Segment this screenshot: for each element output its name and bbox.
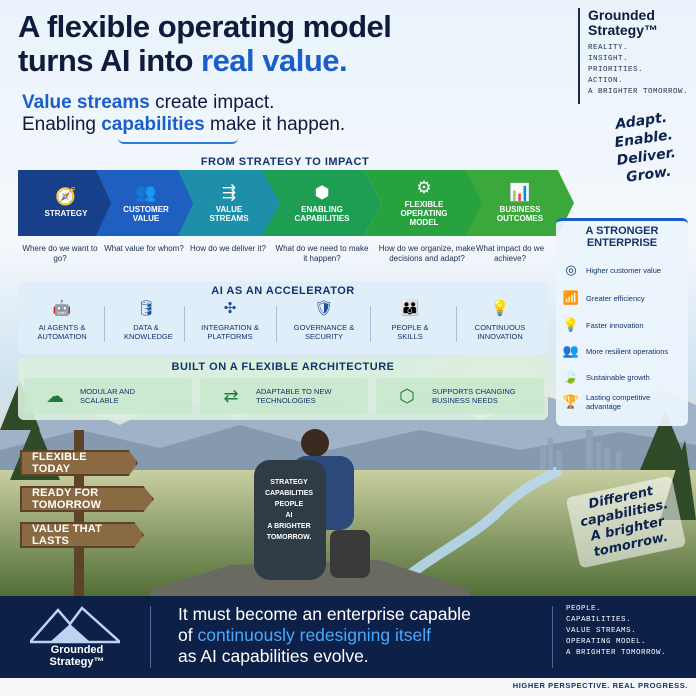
ai-divider: [276, 306, 277, 342]
robot-icon: 🤖: [52, 300, 72, 317]
flow-step-customer-value: 👥 CUSTOMER VALUE: [96, 170, 196, 236]
subtitle-line2: Enabling capabilities make it happen.: [22, 114, 346, 135]
architecture-heading: BUILT ON A FLEXIBLE ARCHITECTURE: [171, 361, 395, 373]
headline-highlight: real value.: [201, 43, 348, 78]
backpack-text: STRATEGY CAPABILITIES PEOPLE AI A BRIGHT…: [264, 479, 314, 541]
ai-item-innovation: 💡 CONTINUOUS INNOVATION: [460, 300, 540, 341]
enterprise-item: 💡Faster innovation: [562, 317, 644, 332]
ai-divider: [456, 306, 457, 342]
ai-item-governance: 🛡 GOVERNANCE & SECURITY: [284, 300, 364, 341]
target-icon: ◎: [565, 262, 577, 277]
leaf-icon: 🍃: [562, 369, 580, 384]
lightbulb-icon: 💡: [490, 300, 510, 317]
flow-question-value-streams: How do we deliver it?: [189, 244, 267, 253]
ai-accelerator-heading: AI AS AN ACCELERATOR: [211, 285, 355, 297]
flow-question-strategy: Where do we want to go?: [22, 244, 98, 263]
cloud-icon: ☁: [46, 385, 64, 406]
footer-tagline: HIGHER PERSPECTIVE. REAL PROGRESS.: [512, 681, 688, 690]
ai-item-data: 🛢 DATA & KNOWLEDGE: [106, 300, 186, 341]
sign-value-that-lasts: VALUE THAT LASTS: [20, 522, 144, 548]
enterprise-panel: [556, 218, 688, 426]
shield-icon: 🛡: [314, 300, 334, 317]
hiker-figure: [254, 429, 370, 580]
flow-step-operating-model: ⚙ FLEXIBLE OPERATING MODEL: [364, 170, 484, 236]
cubes-icon: ⬢: [314, 182, 330, 202]
enterprise-item: 👥More resilient operations: [562, 343, 669, 358]
bar-chart-icon: 📶: [562, 290, 580, 305]
ai-divider: [184, 306, 185, 342]
bar-chart-icon: 📊: [509, 182, 531, 202]
compass-icon: 🧭: [55, 187, 77, 206]
script-note-top: Adapt. Enable. Deliver. Grow.: [613, 109, 677, 186]
strategy-flow: 🧭 STRATEGY 👥 CUSTOMER VALUE ⇶ VALUE STRE…: [18, 170, 574, 236]
enterprise-heading: A STRONGER ENTERPRISE: [585, 225, 659, 249]
subtitle-underline: [118, 138, 238, 144]
arch-item-adaptable: ⇄ ADAPTABLE TO NEW TECHNOLOGIES: [200, 378, 368, 414]
sign-ready-for-tomorrow: READY FOR TOMORROW: [20, 486, 154, 512]
gear-icon: ⚙: [416, 178, 432, 197]
footer-list: PEOPLE. CAPABILITIES. VALUE STREAMS. OPE…: [566, 605, 667, 657]
ai-item-integration: ✣ INTEGRATION & PLATFORMS: [190, 300, 270, 341]
enterprise-item: 📶Greater efficiency: [562, 290, 645, 305]
arch-item-business-needs: ⬡ SUPPORTS CHANGING BUSINESS NEEDS: [376, 378, 544, 414]
sign-flexible-today: FLEXIBLE TODAY: [20, 450, 138, 476]
swap-arrows-icon: ⇄: [223, 385, 239, 406]
mountain-logo-icon: [30, 606, 120, 644]
brand-name: Grounded Strategy™: [588, 7, 659, 38]
flow-step-strategy: 🧭 STRATEGY: [18, 170, 114, 236]
flow-step-value-streams: ⇶ VALUE STREAMS: [178, 170, 280, 236]
flow-question-enabling-capabilities: What do we need to make it happen?: [275, 244, 369, 263]
flow-question-business-outcomes: What impact do we achieve?: [475, 244, 545, 263]
headline-line1: A flexible operating model: [18, 9, 392, 44]
footer-divider: [150, 606, 151, 668]
footer-strip: [0, 678, 696, 696]
team-icon: 👪: [400, 300, 420, 317]
people-icon: 👥: [135, 182, 157, 202]
ai-divider: [370, 306, 371, 342]
ai-accelerator-panel: [18, 282, 548, 354]
trophy-icon: 🏆: [562, 394, 580, 409]
flow-question-customer-value: What value for whom?: [104, 244, 184, 253]
headline: A flexible operating model turns AI into…: [18, 10, 578, 78]
ai-divider: [104, 306, 105, 342]
lightbulb-icon: 💡: [562, 317, 580, 332]
ai-item-agents: 🤖 AI AGENTS & AUTOMATION: [22, 300, 102, 341]
arch-item-modular: ☁ MODULAR AND SCALABLE: [24, 378, 192, 414]
arrows-icon: ⇶: [221, 182, 237, 202]
subtitle: Value streams create impact. Enabling ca…: [22, 92, 562, 136]
network-icon: ✣: [223, 300, 237, 317]
footer-highlight: continuously redesigning itself: [197, 625, 431, 645]
flow-step-enabling-capabilities: ⬢ ENABLING CAPABILITIES: [262, 170, 382, 236]
flow-question-operating-model: How do we organize, make decisions and a…: [378, 244, 476, 263]
flow-heading: FROM STRATEGY TO IMPACT: [200, 156, 370, 168]
brand-block-top: Grounded Strategy™ REALITY. INSIGHT. PRI…: [578, 8, 688, 104]
footer-brand: Grounded Strategy™: [49, 644, 105, 668]
database-icon: 🛢: [136, 300, 156, 317]
footer-divider: [552, 606, 553, 668]
subtitle-line1: Value streams create impact.: [22, 92, 275, 113]
enterprise-item: 🍃Sustainable growth: [562, 369, 650, 384]
enterprise-item: 🏆Lasting competitive advantage: [562, 393, 651, 411]
team-icon: 👥: [562, 343, 580, 358]
footer-message: It must become an enterprise capable of …: [178, 604, 471, 666]
enterprise-item: ◎Higher customer value: [562, 262, 686, 278]
ai-item-people: 👪 PEOPLE & SKILLS: [370, 300, 450, 341]
headline-line2: turns AI into real value.: [18, 43, 348, 78]
brand-taglines: REALITY. INSIGHT. PRIORITIES. ACTION. A …: [588, 44, 689, 96]
cube-icon: ⬡: [399, 385, 415, 406]
